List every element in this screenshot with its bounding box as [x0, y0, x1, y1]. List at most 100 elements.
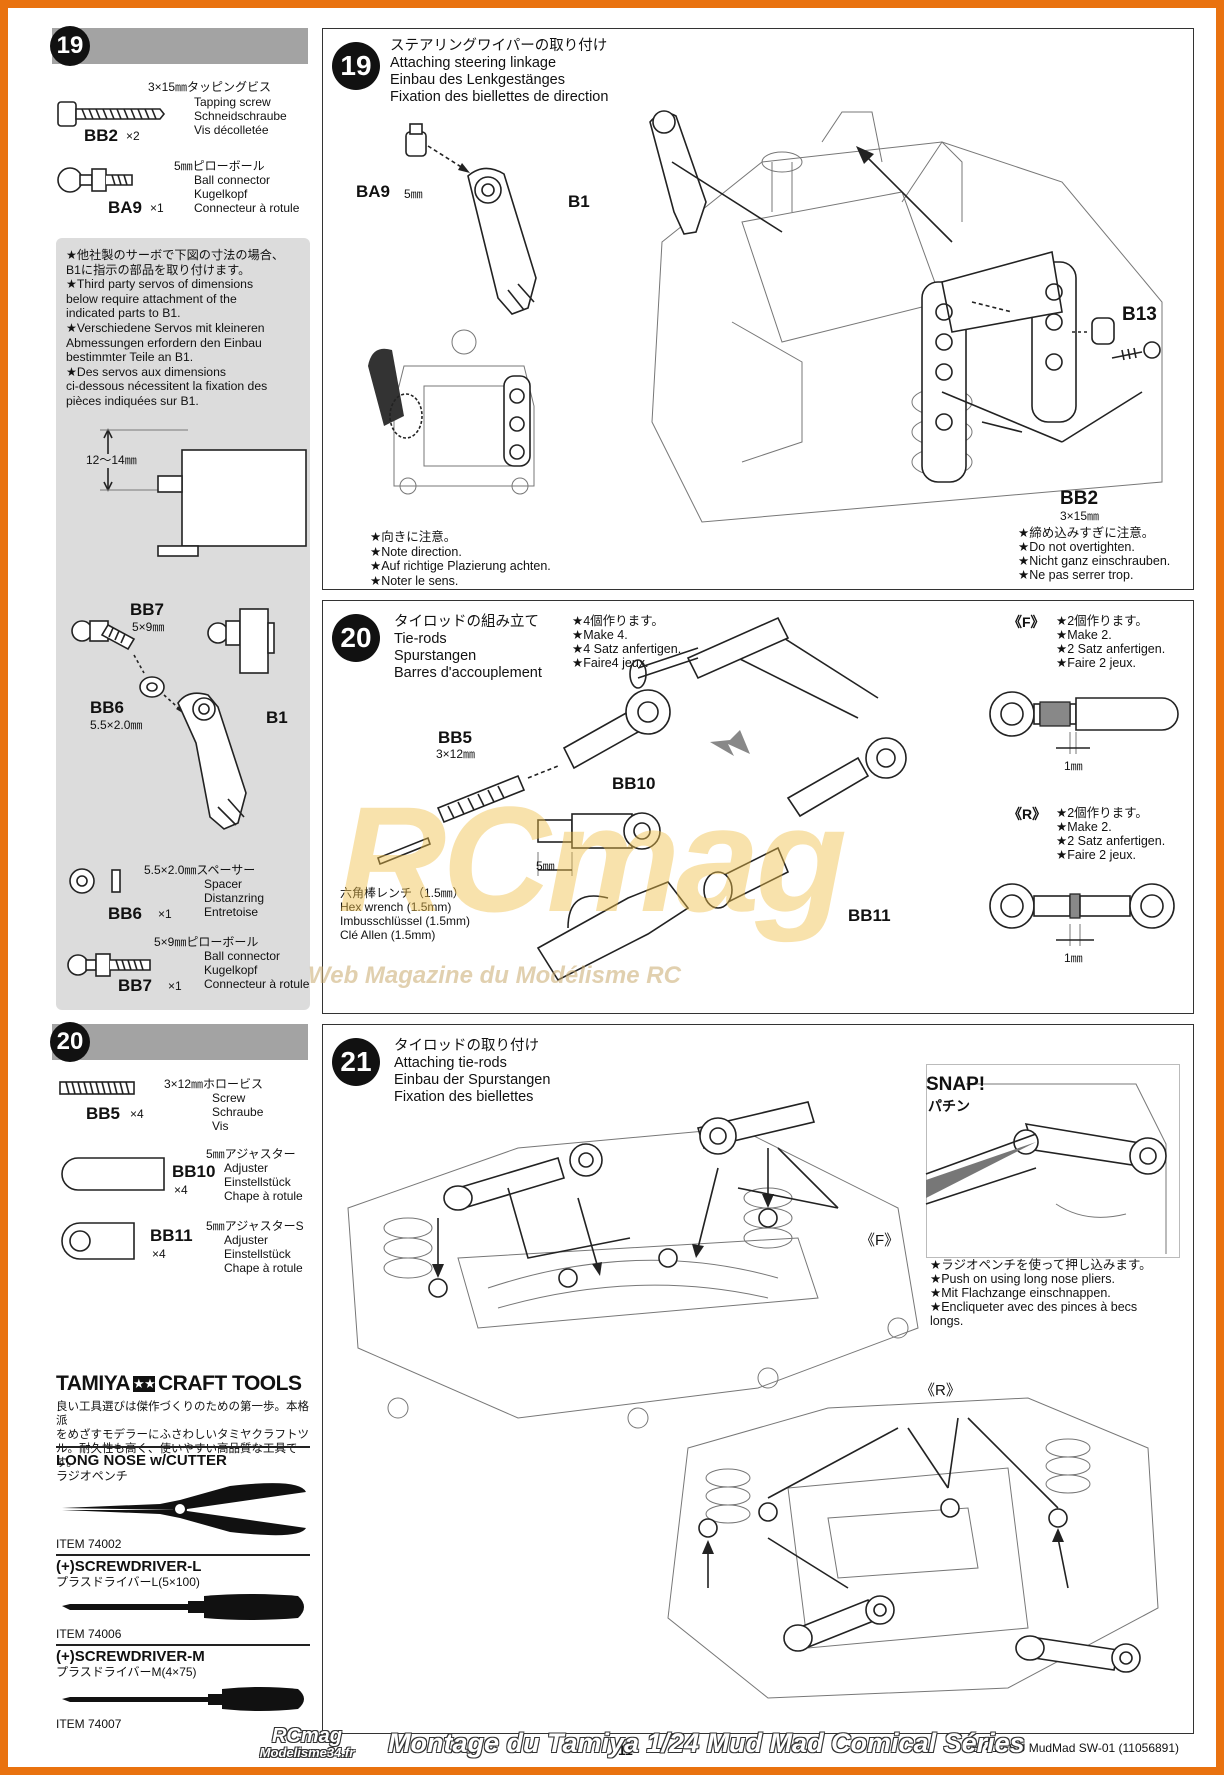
bb2-qty: ×2	[126, 129, 140, 143]
tool1-jp: ラジオペンチ	[56, 1469, 128, 1483]
step20-bb5-size: 3×12㎜	[436, 747, 476, 761]
bb2-fr: Vis décolletée	[194, 123, 269, 137]
tool3-jp: プラスドライバーM(4×75)	[56, 1665, 197, 1679]
bb6-fr: Entretoise	[204, 905, 259, 919]
step21-front-drawing	[347, 1101, 919, 1429]
step21-rear-r-label: 《R》	[920, 1382, 961, 1399]
tierod-r-drawing	[989, 883, 1175, 946]
tools-divider-3	[56, 1644, 310, 1646]
bb2-de: Schneidschraube	[194, 109, 287, 123]
snap-detail-drawing	[925, 1083, 1167, 1254]
bb11-en: Adjuster	[224, 1233, 269, 1247]
servo-dimension-drawing	[100, 428, 307, 557]
doc-code: 57412 SU MudMad SW-01 (11056891)	[972, 1741, 1180, 1755]
screwdriver-m-icon	[62, 1687, 304, 1711]
tools-divider-2	[56, 1554, 310, 1556]
ba9-en: Ball connector	[194, 173, 271, 187]
step20-bb11: BB11	[848, 906, 891, 925]
bb7-size: 5×9㎜	[132, 620, 165, 634]
bb6-jp: 5.5×2.0㎜スペーサー	[144, 863, 256, 877]
bb10-jp: 5㎜アジャスター	[206, 1147, 296, 1161]
tool1-item: ITEM 74002	[56, 1537, 122, 1551]
step19-direction-drawing	[368, 329, 535, 495]
step19-bb2-size: 3×15㎜	[1060, 509, 1100, 523]
tool3-title: (+)SCREWDRIVER-M	[56, 1648, 205, 1665]
ba9-de: Kugelkopf	[194, 187, 248, 201]
step21-pliers-note: ★ラジオペンチを使って押し込みます。 ★Push on using long n…	[930, 1258, 1152, 1328]
bb10-qty: ×4	[174, 1183, 188, 1197]
ba9-ball-icon	[57, 167, 133, 193]
step19-note-direction: ★向きに注意。 ★Note direction. ★Auf richtige P…	[370, 530, 551, 588]
step21-front-f-label: 《F》	[860, 1232, 900, 1249]
step19-ba9-size: 5㎜	[404, 187, 423, 201]
bb6-size: 5.5×2.0㎜	[90, 718, 143, 732]
bb10-de: Einstellstück	[224, 1175, 291, 1189]
step20-r-label: 《R》	[1008, 806, 1047, 822]
bb6-label: BB6	[90, 698, 125, 717]
sidebar19-badge: 19	[50, 26, 90, 66]
watermark-logo: RCmag	[338, 775, 847, 943]
sidebar20-header	[52, 1024, 308, 1060]
step20-title: タイロッドの組み立て Tie-rods Spurstangen Barres d…	[394, 614, 542, 681]
bb2-jp: 3×15㎜タッピングビス	[148, 80, 272, 94]
step19-note-overtighten: ★締め込みすぎに注意。 ★Do not overtighten. ★Nicht …	[1018, 526, 1171, 582]
bb7-ball-icon	[67, 953, 151, 977]
footer-banner: Montage du Tamiya 1/24 Mud Mad Comical S…	[388, 1728, 1025, 1758]
bb7-fr: Connecteur à rotule	[204, 977, 310, 991]
servo-note-text: ★他社製のサーボで下図の寸法の場合、 B1に指示の部品を取り付けます。 ★Thi…	[66, 248, 285, 408]
snap-jp: パチン	[928, 1098, 970, 1114]
tool2-title: (+)SCREWDRIVER-L	[56, 1558, 202, 1575]
step19-chassis-drawing	[649, 110, 1163, 523]
bb6-de: Distanzring	[204, 891, 265, 905]
tool1-title: LONG NOSE w/CUTTER	[56, 1452, 227, 1469]
step20-dim5: 5㎜	[536, 859, 555, 873]
bb6-qty: ×1	[158, 907, 172, 921]
snap-text: SNAP!	[926, 1074, 986, 1095]
step20-bb5: BB5	[438, 728, 473, 747]
step21-rear-drawing	[667, 1397, 1159, 1699]
step19-bb2: BB2	[1060, 488, 1099, 509]
tool2-jp: プラスドライバーL(5×100)	[56, 1575, 200, 1589]
ba9-code: BA9	[108, 198, 143, 217]
page-number: 11	[618, 1742, 633, 1758]
tool2-item: ITEM 74006	[56, 1627, 122, 1641]
bb6-code: BB6	[108, 904, 143, 923]
step19-title: ステアリングワイパーの取り付け Attaching steering linka…	[390, 38, 609, 105]
bb10-en: Adjuster	[224, 1161, 269, 1175]
bb2-en: Tapping screw	[194, 95, 271, 109]
step20-tierod-drawing	[377, 616, 907, 982]
step20-hex-wrench: 六角棒レンチ（1.5㎜） Hex wrench (1.5mm) Imbussch…	[340, 886, 471, 942]
bb10-code: BB10	[172, 1162, 216, 1181]
bb6-en: Spacer	[204, 877, 243, 891]
bb11-fr: Chape à rotule	[224, 1261, 303, 1275]
bb10-adjuster-icon	[61, 1157, 165, 1191]
step20-f-label: 《F》	[1008, 614, 1045, 630]
bb11-code: BB11	[150, 1226, 193, 1245]
bb11-adjuster-icon	[61, 1222, 135, 1260]
tierod-f-drawing	[989, 691, 1179, 754]
ba9-jp: 5㎜ピローボール	[174, 159, 265, 173]
step20-r-note: ★2個作ります。 ★Make 2. ★2 Satz anfertigen. ★F…	[1056, 806, 1166, 862]
screwdriver-l-icon	[62, 1594, 304, 1620]
snap-detail-box	[926, 1064, 1180, 1258]
step19-b1-drawing	[405, 123, 537, 315]
step19-b13: B13	[1122, 304, 1157, 325]
sidebar19-header	[52, 28, 308, 64]
tamiya-brand: TAMIYA★★CRAFT TOOLS	[56, 1372, 302, 1395]
sidebar20-badge: 20	[50, 1022, 90, 1062]
bb5-en: Screw	[212, 1091, 246, 1105]
bb5-code: BB5	[86, 1104, 121, 1123]
bb5-fr: Vis	[212, 1119, 229, 1133]
bb7-code: BB7	[118, 976, 153, 995]
bb5-de: Schraube	[212, 1105, 264, 1119]
bb7-qty: ×1	[168, 979, 182, 993]
bb5-qty: ×4	[130, 1107, 144, 1121]
step20-f-dim: 1㎜	[1064, 759, 1083, 773]
step20-f-note: ★2個作ります。 ★Make 2. ★2 Satz anfertigen. ★F…	[1056, 614, 1166, 670]
tamiya-star-logo-icon: ★★	[133, 1376, 156, 1392]
step19-ba9: BA9	[356, 182, 391, 201]
bb5-jp: 3×12㎜ホロービス	[164, 1077, 264, 1091]
step19-b1: B1	[568, 192, 590, 211]
tools-divider-1	[56, 1446, 310, 1448]
step20-bb10: BB10	[612, 774, 656, 793]
